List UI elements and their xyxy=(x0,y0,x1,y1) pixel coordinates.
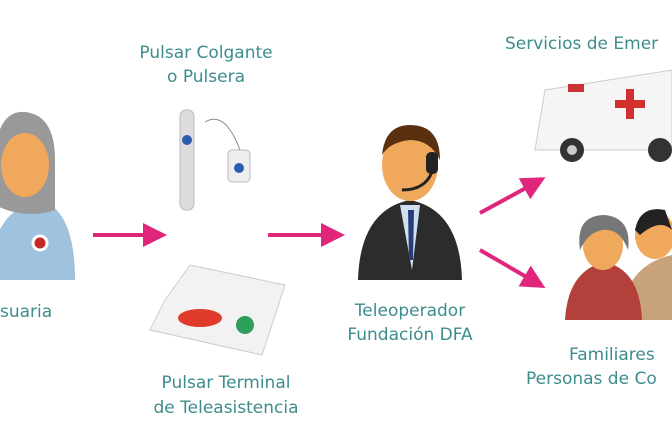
user-label: suaria xyxy=(0,302,53,322)
family-figure xyxy=(565,209,672,320)
operator-label-line1: Teleoperador xyxy=(354,301,466,321)
operator-figure xyxy=(358,125,462,280)
pendant-label-line2: o Pulsera xyxy=(167,67,245,87)
terminal-label-line1: Pulsar Terminal xyxy=(161,373,291,393)
pendant-label-line1: Pulsar Colgante xyxy=(139,43,273,63)
family-label-line2: Personas de Co xyxy=(526,369,657,389)
terminal-device-icon xyxy=(149,264,286,356)
pendant-device-icon xyxy=(179,109,251,211)
ambulance-icon xyxy=(534,69,672,162)
emergency-label: Servicios de Emer xyxy=(505,34,659,54)
arrow-operator-to-emergency xyxy=(479,177,546,215)
user-figure xyxy=(0,111,75,280)
family-label-line1: Familiares xyxy=(569,345,655,365)
arrow-operator-to-family xyxy=(478,248,546,289)
terminal-label-line2: de Teleasistencia xyxy=(153,398,299,418)
operator-label-line2: Fundación DFA xyxy=(347,325,473,345)
